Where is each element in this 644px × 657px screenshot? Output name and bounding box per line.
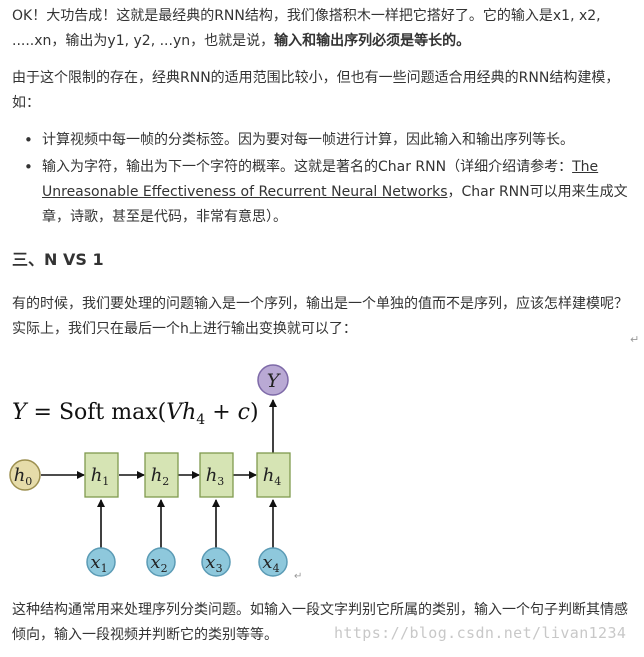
input-node-x4: x4: [258, 547, 288, 577]
list-item: 计算视频中每一帧的分类标签。因为要对每一帧进行计算，因此输入和输出序列等长。: [24, 128, 634, 153]
input-node-subscript: 3: [216, 562, 223, 575]
input-node-base: x: [150, 552, 160, 573]
formula-plus: +: [205, 400, 237, 425]
h0-node: h0: [9, 459, 41, 491]
hidden-node-label: h2: [151, 465, 170, 488]
hidden-node-label: h3: [206, 465, 225, 488]
output-node-label: Y: [267, 370, 282, 392]
limitation-paragraph: 由于这个限制的存在，经典RNN的适用范围比较小，但也有一些问题适合用经典的RNN…: [12, 70, 620, 111]
input-node-x3: x3: [201, 547, 231, 577]
h0-node-label: h0: [14, 465, 33, 488]
input-node-base: x: [205, 552, 215, 573]
input-node-label: x2: [150, 552, 167, 575]
formula-c: c: [238, 400, 250, 425]
softmax-formula: Y = Soft max(Vh4 + c): [12, 400, 259, 428]
input-node-circle: [86, 547, 116, 577]
input-node-base: x: [90, 552, 100, 573]
input-node-x1: x1: [86, 547, 116, 577]
output-node-circle: [257, 364, 289, 396]
input-node-subscript: 1: [101, 562, 108, 575]
hidden-node-h4: h4: [256, 452, 291, 498]
list-item: 输入为字符，输出为下一个字符的概率。这就是著名的Char RNN（详细介绍请参考…: [24, 155, 634, 230]
intro-bold-text: 输入和输出序列必须是等长的。: [274, 33, 471, 49]
formula-subscript: 4: [196, 412, 205, 428]
hidden-node-subscript: 4: [274, 475, 281, 488]
hidden-node-base: h: [91, 465, 103, 486]
list-item-text: 输入为字符，输出为下一个字符的概率。这就是著名的Char RNN（详细介绍请参考…: [42, 159, 573, 175]
return-mark-icon: ↵: [630, 333, 640, 346]
input-node-circle: [146, 547, 176, 577]
hidden-node-h3: h3: [199, 452, 234, 498]
input-node-label: x4: [262, 552, 279, 575]
input-node-subscript: 4: [273, 562, 280, 575]
hidden-node-box: [144, 452, 179, 498]
hidden-node-base: h: [151, 465, 163, 486]
hidden-node-subscript: 1: [102, 475, 109, 488]
usage-paragraph: 这种结构通常用来处理序列分类问题。如输入一段文字判别它所属的类别，输入一个句子判…: [12, 602, 628, 643]
formula-eq: = Soft max(: [27, 400, 167, 425]
input-node-circle: [258, 547, 288, 577]
char-rnn-article-link[interactable]: The Unreasonable Effectiveness of Recurr…: [42, 159, 599, 200]
nvs1-paragraph: 有的时候，我们要处理的问题输入是一个序列，输出是一个单独的值而不是序列，应该怎样…: [12, 296, 628, 337]
hidden-node-subscript: 3: [217, 475, 224, 488]
output-node-y: Y: [257, 364, 289, 396]
input-node-circle: [201, 547, 231, 577]
list-item-text-tail: ，Char RNN可以用来生成文章，诗歌，甚至是代码，非常有意思）。: [42, 184, 628, 225]
input-node-x2: x2: [146, 547, 176, 577]
hidden-node-subscript: 2: [162, 475, 169, 488]
input-node-subscript: 2: [161, 562, 168, 575]
input-node-label: x1: [90, 552, 107, 575]
hidden-node-base: h: [206, 465, 218, 486]
example-list: 计算视频中每一帧的分类标签。因为要对每一帧进行计算，因此输入和输出序列等长。 输…: [12, 128, 634, 232]
n-vs-1-rnn-diagram: Y = Soft max(Vh4 + c) Y h0 h1 h2 h3 h4 x…: [9, 364, 302, 582]
hidden-node-label: h1: [91, 465, 110, 488]
input-node-base: x: [262, 552, 272, 573]
hidden-node-h1: h1: [84, 452, 119, 498]
hidden-node-box: [199, 452, 234, 498]
formula-close: ): [250, 400, 259, 425]
return-mark-icon: ↵: [294, 571, 302, 582]
formula-lhs: Y: [12, 400, 29, 425]
hidden-node-h2: h2: [144, 452, 179, 498]
section-heading: 三、N VS 1: [12, 250, 104, 269]
hidden-node-base: h: [263, 465, 275, 486]
hidden-node-box: [256, 452, 291, 498]
h0-node-circle: [9, 459, 41, 491]
formula-vh: Vh: [166, 400, 196, 425]
intro-paragraph: OK！大功告成！这就是最经典的RNN结构，我们像搭积木一样把它搭好了。它的输入是…: [12, 4, 634, 54]
intro-text: OK！大功告成！这就是最经典的RNN结构，我们像搭积木一样把它搭好了。它的输入是…: [12, 8, 601, 49]
hidden-node-box: [84, 452, 119, 498]
h0-base: h: [14, 465, 26, 486]
h0-subscript: 0: [25, 475, 32, 488]
blog-url-watermark: https://blog.csdn.net/livan1234: [334, 624, 627, 642]
hidden-node-label: h4: [263, 465, 282, 488]
input-node-label: x3: [205, 552, 222, 575]
list-item-text: 计算视频中每一帧的分类标签。因为要对每一帧进行计算，因此输入和输出序列等长。: [42, 132, 574, 148]
